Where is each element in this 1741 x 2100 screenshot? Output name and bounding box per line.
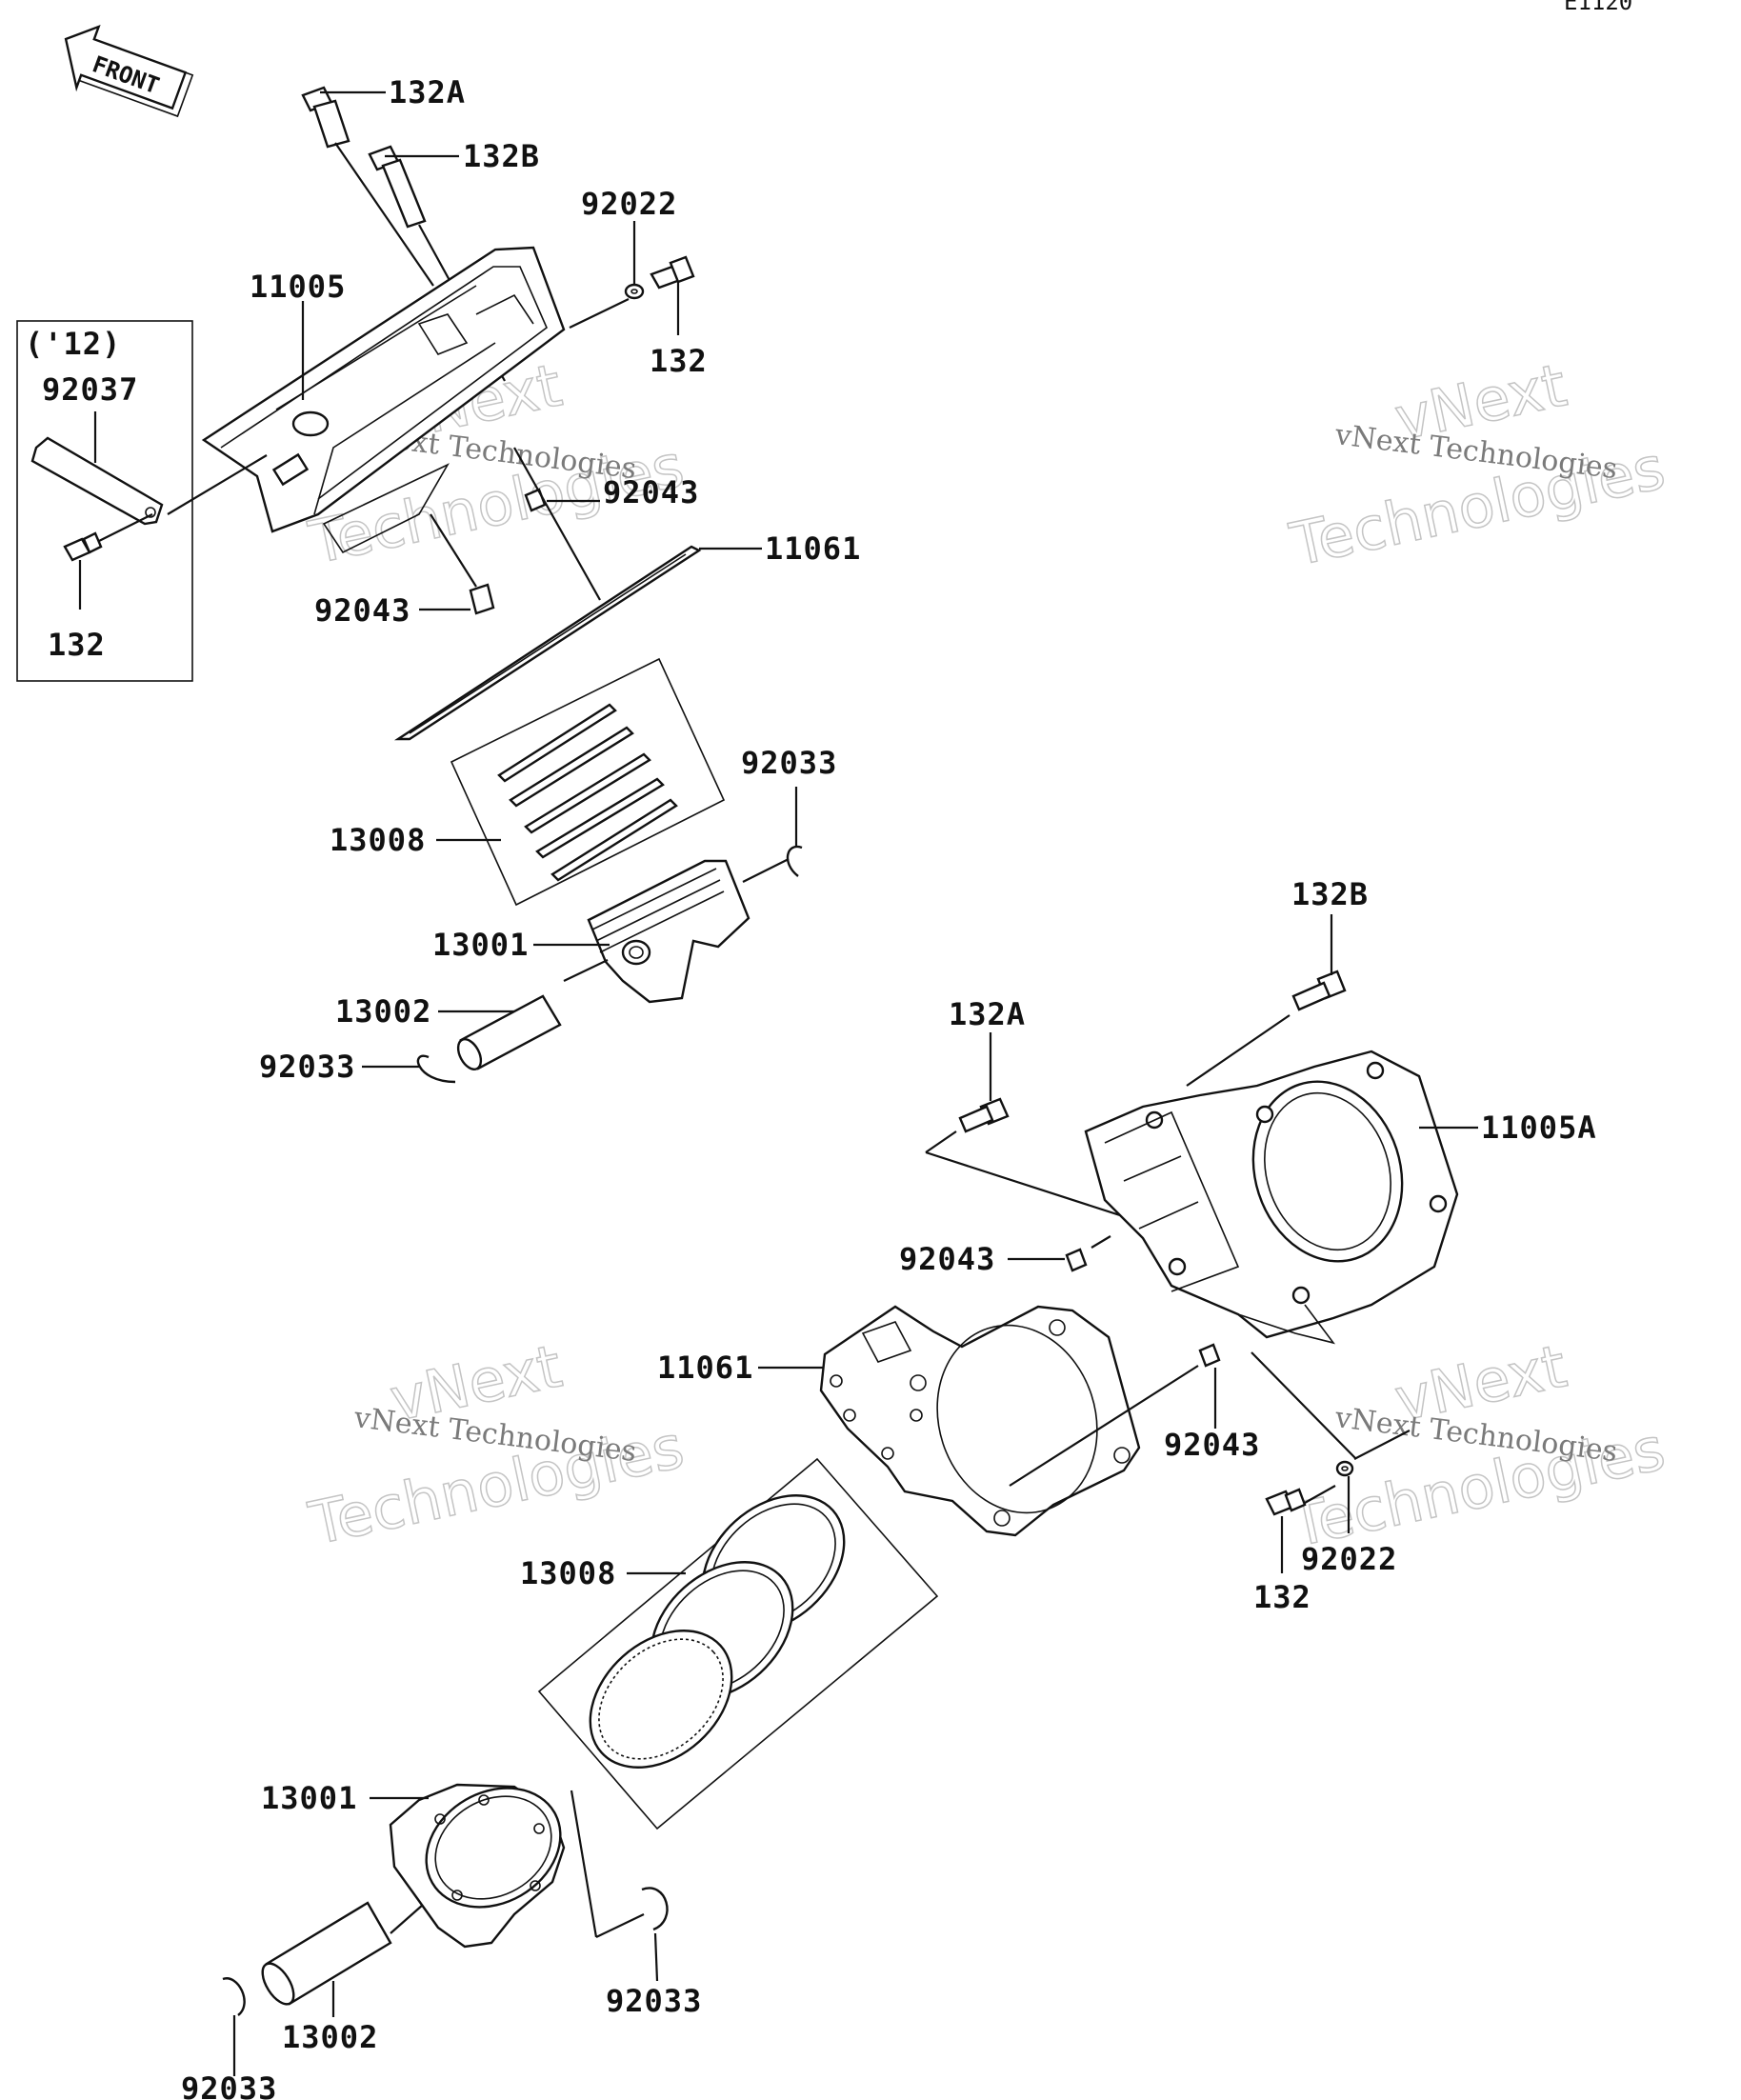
label-92033-top-left: 92033 <box>259 1049 355 1085</box>
year-note: ('12) <box>25 326 121 362</box>
label-13002-top: 13002 <box>335 993 431 1030</box>
bolt-132b-right <box>1186 914 1347 1087</box>
label-92033-bottom-left: 92033 <box>181 2070 277 2100</box>
pin-13002-bottom <box>261 1901 424 2017</box>
label-92043-c: 92043 <box>899 1241 995 1277</box>
label-11005: 11005 <box>250 269 346 305</box>
gasket-11061-top <box>393 447 762 741</box>
gasket-11061-bottom <box>819 1305 1141 1537</box>
label-11061-top: 11061 <box>765 530 861 567</box>
label-11061-bottom: 11061 <box>657 1350 753 1386</box>
cylinder-11005 <box>201 246 566 554</box>
label-92043-b: 92043 <box>314 592 410 629</box>
diagram-code: E1120 <box>1564 0 1632 15</box>
bracket-92037 <box>30 436 164 526</box>
label-132b-top: 132B <box>463 138 540 174</box>
bolt-132-bottom <box>1265 1485 1336 1573</box>
label-13008-bottom: 13008 <box>520 1555 616 1591</box>
rings-13008-top <box>450 657 726 907</box>
label-132-bottom: 132 <box>1253 1579 1311 1615</box>
year-note-box: ('12) 92037 132 <box>16 320 268 682</box>
washer-92022-bottom <box>1251 1351 1411 1533</box>
label-92037: 92037 <box>42 371 138 408</box>
bolt-132-box <box>63 513 153 610</box>
label-132-box: 132 <box>48 627 106 663</box>
dowel-92043-d <box>1009 1343 1221 1487</box>
pin-13002-top <box>456 994 562 1070</box>
clip-92033-bottom-right <box>570 1790 669 1982</box>
label-92043-a: 92043 <box>603 474 699 510</box>
piston-13001-bottom <box>389 1783 566 1949</box>
watermark-top-right: vNext Technologies vNext Technologies <box>1284 350 1671 580</box>
dowel-92043-b <box>419 513 495 615</box>
watermark-bottom-left: vNext Technologies vNext Technologies <box>302 1330 690 1559</box>
rings-13008-bottom <box>537 1457 939 1830</box>
label-132a-top: 132A <box>389 74 466 110</box>
bolt-132a-top <box>301 86 434 287</box>
label-11005a: 11005A <box>1481 1110 1597 1146</box>
clip-92033-top-right <box>742 787 803 883</box>
label-13002-bottom: 13002 <box>282 2019 378 2055</box>
clip-92033-bottom-left <box>222 1977 246 2076</box>
label-13001-bottom: 13001 <box>261 1780 357 1816</box>
label-13001-top: 13001 <box>432 927 529 963</box>
dowel-92043-c <box>1008 1235 1111 1272</box>
label-132b-right: 132B <box>1291 876 1369 912</box>
label-132-top: 132 <box>650 343 708 379</box>
label-92033-bottom-right: 92033 <box>606 1983 702 2019</box>
washer-92022-top <box>624 221 645 300</box>
bolt-132-top <box>569 255 695 335</box>
label-92043-d: 92043 <box>1164 1427 1260 1463</box>
label-92033-top-right: 92033 <box>741 745 837 781</box>
cylinder-11005a <box>1084 1050 1459 1345</box>
front-arrow-icon: FRONT <box>64 25 194 118</box>
clip-92033-top-left <box>362 1054 456 1084</box>
label-13008-top: 13008 <box>330 822 426 858</box>
label-92022-top: 92022 <box>581 186 677 222</box>
label-92022-bottom: 92022 <box>1301 1541 1397 1577</box>
piston-13001-top <box>563 859 750 1004</box>
label-132a-right: 132A <box>949 996 1026 1032</box>
